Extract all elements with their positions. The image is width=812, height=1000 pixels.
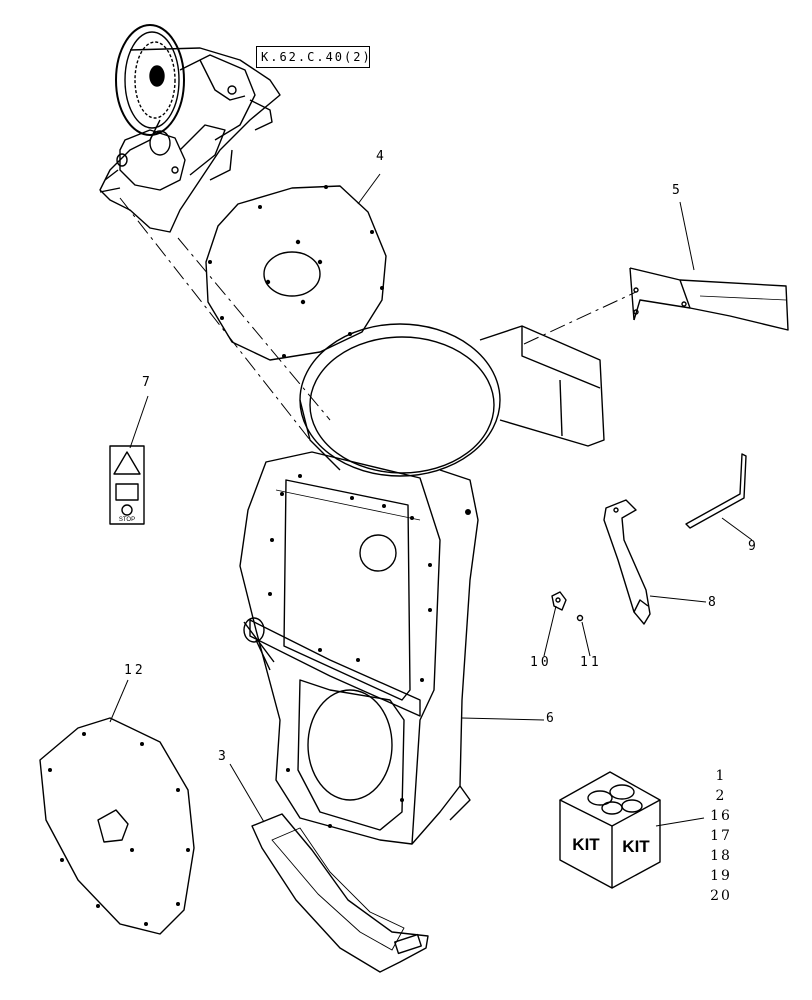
kit-right-label: KIT — [622, 837, 650, 856]
kit-part-1: 1 — [715, 768, 727, 784]
kit-part-2: 2 — [715, 788, 727, 804]
part-6-housing — [239, 323, 605, 845]
callout-4: 4 — [376, 149, 387, 164]
part-10-clip — [551, 591, 567, 611]
callout-3: 3 — [218, 749, 229, 764]
leader-lines — [109, 173, 753, 827]
callout-7: 7 — [142, 375, 153, 390]
kit-part-17: 17 — [710, 828, 732, 844]
callout-5: 5 — [672, 183, 683, 198]
part-4-plate — [205, 185, 387, 361]
fan-drive-assembly — [99, 24, 281, 233]
kit-part-numbers: 1 2 16 17 18 19 20 — [706, 766, 736, 906]
part-3-band — [251, 813, 429, 973]
callout-6: 6 — [546, 711, 557, 726]
part-7-decal: STOP — [109, 445, 145, 525]
callout-12: 12 — [124, 663, 146, 678]
decal-stop-text: STOP — [119, 517, 135, 523]
kit-part-16: 16 — [710, 808, 732, 824]
part-9-rod — [685, 453, 747, 529]
part-5-chute — [629, 267, 789, 331]
part-11-bolt — [576, 614, 584, 622]
alignment-lines — [119, 197, 637, 441]
reference-box[interactable]: K.62.C.40(2) — [256, 46, 370, 68]
kit-part-19: 19 — [710, 868, 732, 884]
kit-part-18: 18 — [710, 848, 732, 864]
callout-8: 8 — [708, 595, 719, 610]
kit-box-illustration: KIT KIT — [559, 771, 661, 889]
callout-10: 10 — [530, 655, 552, 670]
kit-part-20: 20 — [710, 888, 732, 904]
kit-left-label: KIT — [572, 835, 600, 854]
callout-9: 9 — [748, 539, 759, 554]
callout-11: 11 — [580, 655, 602, 670]
part-8-bracket — [603, 499, 651, 625]
reference-text: K.62.C.40(2) — [261, 50, 372, 64]
part-12-plate — [39, 717, 195, 935]
